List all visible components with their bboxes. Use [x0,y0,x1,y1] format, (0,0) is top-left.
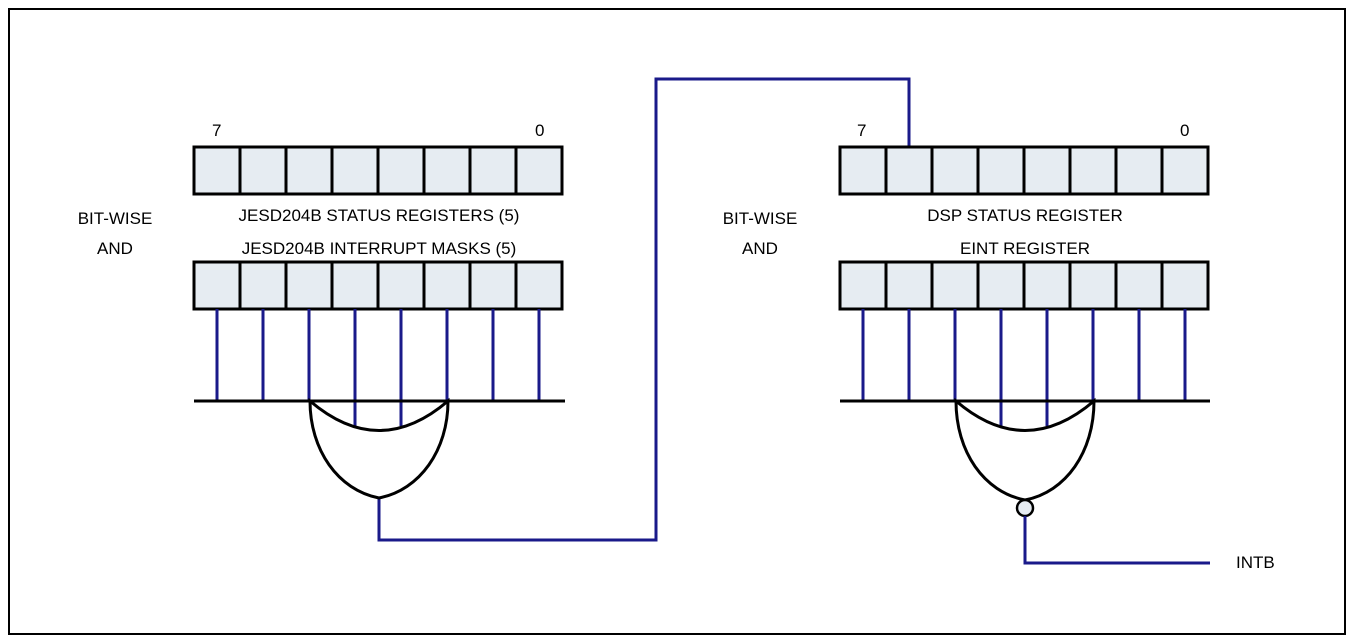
left-mask-bit-cell-7 [192,260,242,311]
eint-register [838,260,1210,311]
right-and-label: AND [742,239,778,258]
right-eint-bit-cell-2 [1068,260,1118,311]
right-eint-bit-cell-5 [930,260,980,311]
or-output-wire [377,77,911,542]
right-status-bit-cell-0 [1160,145,1210,196]
right-status-bit-cell-2 [1068,145,1118,196]
right-eint-register-label: EINT REGISTER [959,239,1091,258]
dsp-status-register [838,145,1210,196]
left-bitwise-label: BIT-WISE [77,209,153,228]
right-eint-bit-cell-0 [1160,260,1210,311]
right-eint-bit-cell-7 [838,260,888,311]
or-gate-icon [308,397,450,500]
left-mask-bit-cell-4 [330,260,380,311]
left-status-bit-cell-6 [238,145,288,196]
right-bitwise-label: BIT-WISE [722,209,798,228]
left-status-bit-cell-3 [376,145,426,196]
right-status-bit-cell-4 [976,145,1026,196]
left-mask-bit-cell-1 [468,260,518,311]
left-mask-bit-cell-0 [514,260,564,311]
left-mask-bit-cell-6 [238,260,288,311]
left-mask-bit-cell-5 [284,260,334,311]
left-status-bit-cell-4 [330,145,380,196]
right-status-bit-cell-3 [1022,145,1072,196]
right-eint-bit-cell-1 [1114,260,1164,311]
jesd204b-interrupt-mask-register [192,260,564,311]
inverter-bubble-icon [1015,498,1035,518]
right-bit-7-label: 7 [857,121,867,140]
left-status-bit-cell-0 [514,145,564,196]
left-mask-bit-cell-2 [422,260,472,311]
right-status-bit-cell-6 [884,145,934,196]
right-status-bit-cell-5 [930,145,980,196]
left-status-bit-cell-7 [192,145,242,196]
nor-gate-icon [954,397,1096,502]
right-bit-0-label: 0 [1180,121,1190,140]
right-eint-bit-cell-6 [884,260,934,311]
diagram-frame [8,8,1346,635]
left-status-bit-cell-5 [284,145,334,196]
right-eint-bit-cell-4 [976,260,1026,311]
eint-bit-lines [861,309,1187,426]
right-status-register-label: DSP STATUS REGISTER [927,206,1123,225]
intb-output-wire [1023,516,1210,565]
left-status-bit-cell-1 [468,145,518,196]
left-bit-0-label: 0 [535,121,545,140]
jesd204b-status-register [192,145,564,196]
jesd204b-bit-lines [215,309,541,426]
left-status-register-label: JESD204B STATUS REGISTERS (5) [238,206,520,225]
left-bit-7-label: 7 [212,121,222,140]
right-status-bit-cell-7 [838,145,888,196]
left-mask-register-label: JESD204B INTERRUPT MASKS (5) [241,239,517,258]
left-status-bit-cell-2 [422,145,472,196]
left-and-label: AND [97,239,133,258]
right-eint-bit-cell-3 [1022,260,1072,311]
intb-label: INTB [1236,553,1275,572]
left-mask-bit-cell-3 [376,260,426,311]
right-status-bit-cell-1 [1114,145,1164,196]
